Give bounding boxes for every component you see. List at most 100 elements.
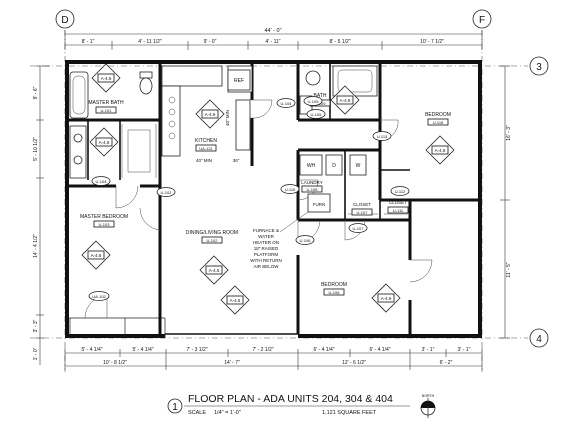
svg-text:WH: WH (307, 163, 316, 169)
svg-text:DINING/LIVING ROOM: DINING/LIVING ROOM (186, 230, 238, 236)
svg-text:4: 4 (536, 334, 542, 345)
svg-text:U-102: U-102 (207, 238, 219, 243)
svg-text:F: F (479, 15, 485, 26)
elevation-tag: A-4.6 (91, 63, 121, 93)
dim-top: 8' - 5 1/2" (329, 39, 350, 45)
svg-text:A-4.6: A-4.6 (205, 112, 216, 117)
dim-right: 11' - 5" (506, 262, 512, 277)
callout-tag: U-105 (306, 109, 326, 119)
north-arrow: NORTH (420, 394, 436, 418)
callout-tag: U-107 (348, 223, 368, 233)
callout-tag: U-106 (295, 235, 315, 245)
elevation-tag: A-4.5 (220, 285, 250, 315)
room-label-master-bath: MASTER BATH U-101 (88, 100, 124, 114)
svg-text:U-104: U-104 (281, 101, 293, 106)
svg-text:A-4.6: A-4.6 (340, 98, 351, 103)
svg-text:KITCHEN: KITCHEN (195, 138, 217, 144)
callout-tag: U-104 (91, 176, 111, 186)
room-label-dining-living: DINING/LIVING ROOM U-102 (186, 230, 238, 244)
water-heater: WH (299, 154, 323, 176)
vanity-master (69, 125, 87, 179)
svg-text:A-4.6: A-4.6 (91, 253, 102, 258)
svg-text:A-4.5: A-4.5 (230, 298, 241, 303)
svg-text:CLOSET: CLOSET (353, 202, 371, 207)
dim-bottom: 10' - 8 1/2" (103, 360, 127, 366)
elevation-tag: A-4.6 (330, 85, 360, 115)
grid-bubble-f: F (472, 9, 492, 29)
svg-text:U-101: U-101 (101, 108, 113, 113)
grid-bubble-3: 3 (529, 56, 549, 76)
dim-left: 5' - 10 1/2" (33, 137, 39, 161)
dim-left: 9' - 6" (33, 86, 39, 99)
svg-text:U-113: U-113 (377, 134, 388, 139)
callout-tag: U-104 (276, 98, 296, 108)
svg-text:MASTER BATH: MASTER BATH (88, 100, 124, 106)
elevation-tag: A-4.6 (371, 283, 401, 313)
svg-text:18" RAISED: 18" RAISED (254, 246, 279, 251)
scale-value: 1/4" = 1'-0" (214, 410, 241, 416)
svg-text:U-106: U-106 (300, 238, 312, 243)
dim-left: 14' - 4 1/2" (33, 234, 39, 258)
right-dimensions: 16' - 3" 11' - 5" (500, 65, 512, 339)
svg-text:BATH: BATH (314, 93, 327, 99)
interior-walls (68, 64, 480, 334)
svg-text:D: D (61, 15, 68, 26)
dim-bottom: 3' - 1" (422, 347, 435, 353)
svg-text:U-102: U-102 (161, 190, 173, 195)
svg-text:W: W (356, 163, 361, 169)
svg-text:U-110: U-110 (285, 187, 296, 192)
svg-text:A-4.6: A-4.6 (381, 296, 392, 301)
drawing-title: FLOOR PLAN - ADA UNITS 204, 304 & 404 (188, 393, 393, 405)
dim-bottom: 6' - 4 1/4" (313, 347, 334, 353)
left-dimensions: 9' - 6" 5' - 10 1/2" 14' - 4 1/2" 3' - 3… (33, 65, 50, 365)
room-label-bedroom-106: BEDROOM U-106 (321, 282, 347, 296)
dim-bottom: 6' - 4 1/4" (369, 347, 390, 353)
dim-bottom: 7' - 3 1/2" (186, 347, 207, 353)
svg-text:A-4.6: A-4.6 (101, 76, 112, 81)
refrigerator: REF (227, 69, 251, 91)
svg-text:REF: REF (234, 78, 244, 84)
dim-right: 16' - 3" (506, 125, 512, 141)
room-label-master-bedroom: MASTER BEDROOM U-103 (80, 214, 128, 228)
svg-text:U-104: U-104 (96, 179, 108, 184)
dim-top: 4' - 11" (265, 39, 280, 45)
svg-text:LAUNDRY: LAUNDRY (301, 180, 322, 185)
svg-text:WATER: WATER (258, 234, 274, 239)
title-block: 1 FLOOR PLAN - ADA UNITS 204, 304 & 404 … (167, 393, 410, 416)
dim-top: 10' - 7 1/2" (420, 39, 444, 45)
svg-text:HEATER ON: HEATER ON (253, 240, 279, 245)
dim-bottom: 7' - 2 1/2" (252, 347, 273, 353)
svg-text:U-108: U-108 (307, 187, 319, 192)
svg-text:U-111: U-111 (393, 208, 404, 213)
dim-bottom: 14' - 7" (224, 360, 240, 366)
bottom-dimensions: 5' - 4 1/4" 5' - 4 1/4" 7' - 3 1/2" 7' -… (64, 347, 483, 370)
svg-text:FURN: FURN (313, 202, 326, 207)
elevation-tag: A-4.6 (81, 240, 111, 270)
svg-text:U-106: U-106 (329, 290, 341, 295)
furnace: FURN (307, 193, 331, 213)
callout-tag: U-112 (390, 186, 410, 196)
svg-text:40" MIN: 40" MIN (225, 110, 230, 126)
grid-bubble-d: D (55, 9, 75, 29)
svg-text:PLATFORM: PLATFORM (254, 252, 278, 257)
svg-text:MASTER BEDROOM: MASTER BEDROOM (80, 214, 128, 220)
svg-text:UA-102: UA-102 (92, 294, 106, 299)
svg-text:U-103: U-103 (99, 222, 111, 227)
svg-text:3: 3 (536, 62, 542, 73)
dim-bottom: 3' - 1" (458, 347, 471, 353)
dim-bottom: 12' - 6 1/2" (342, 360, 366, 366)
furnace-note: FURNACE & WATER HEATER ON 18" RAISED PLA… (250, 211, 309, 269)
svg-text:BEDROOM: BEDROOM (321, 282, 347, 288)
svg-text:36": 36" (233, 158, 240, 163)
callout-tag: U-113 (372, 131, 392, 141)
svg-text:A-4.6: A-4.6 (99, 140, 110, 145)
dim-bottom: 5' - 4 1/4" (132, 347, 153, 353)
north-label: NORTH (422, 394, 435, 398)
svg-text:40" MIN: 40" MIN (196, 158, 212, 163)
elevation-tag: A-4.6 (425, 135, 455, 165)
svg-text:U-112: U-112 (395, 189, 406, 194)
callout-tag: U-102 (156, 187, 176, 197)
svg-text:U-115: U-115 (433, 120, 444, 125)
svg-text:U-109: U-109 (308, 99, 320, 104)
